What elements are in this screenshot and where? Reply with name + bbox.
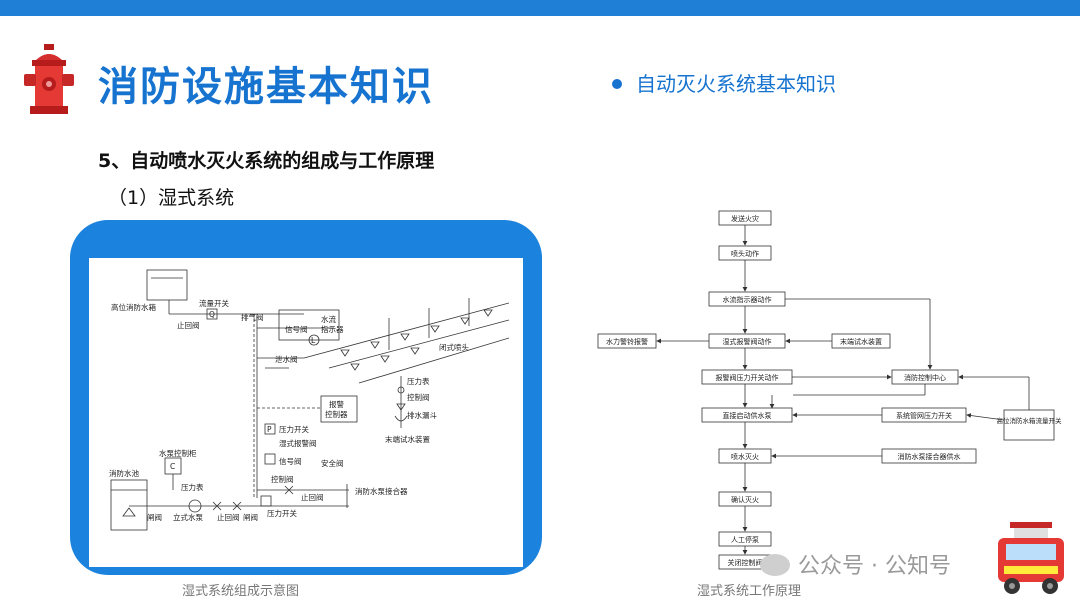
diagram-label: C [170,462,175,471]
diagram-label: 控制阀 [407,392,430,402]
flow-node: 人工停泵 [731,535,759,544]
diagram-label: 消防水池 [109,468,139,478]
watermark: 公众号 · 公知号 [760,548,951,580]
diagram-label: 排水漏斗 [407,410,437,420]
diagram-label: L [311,336,316,345]
fire-truck-icon [998,522,1064,594]
content-heading: 5、自动喷水灭火系统的组成与工作原理 [98,150,435,172]
diagram-label: 止回阀 [177,320,200,330]
diagram-label: 指示器 [321,324,344,334]
diagram-label: 闸阀 [243,513,258,522]
diagram-label: 立式水泵 [173,512,203,522]
diagram-label: 湿式报警阀 [279,438,317,448]
flow-node: 确认灭火 [731,495,759,504]
diagram-label: 水泵控制柜 [159,448,197,458]
diagram-label: 报警 [329,399,344,409]
flow-node: 发送火灾 [731,214,759,223]
diagram-label: 控制器 [325,409,348,419]
diagram-label: 压力表 [407,376,430,386]
flow-node: 喷头动作 [731,249,759,258]
diagram-label: 压力开关 [267,508,297,518]
flow-node: 关闭控制阀 [728,558,763,567]
wechat-icon [760,554,790,576]
fire-hydrant-icon [24,44,74,114]
diagram-label: 流量开关 [199,298,229,308]
diagram-label: Q [209,310,215,319]
top-bar [0,0,1080,16]
diagram-label: 安全阀 [321,458,344,468]
flowchart-caption: 湿式系统工作原理 [697,584,802,599]
wet-system-flowchart: 发送火灾 喷头动作 水流指示器动作 湿式报警阀动作 报警阀压力开关动作 直接启动… [592,205,1062,580]
diagram-label: 排气阀 [241,312,264,322]
diagram-label: 信号阀 [279,456,302,466]
diagram-label: 泄水阀 [275,354,298,364]
diagram-label: 止回阀 [217,512,240,522]
diagram-label: 压力开关 [279,424,309,434]
page-title: 消防设施基本知识 [98,64,434,110]
diagram-label: 闭式喷头 [439,342,469,352]
wet-system-diagram: 高位消防水箱 流量开关 Q 止回阀 排气阀 信号阀 水流 指示器 L 泄水阀 闭… [89,258,523,567]
flow-node: 末端试水装置 [840,337,882,346]
flow-node: 水流指示器动作 [723,295,772,304]
diagram-label: 信号阀 [285,324,308,334]
diagram-label: 止回阀 [301,492,324,502]
diagram-label: 高位消防水箱 [111,302,156,312]
flow-node: 高位消防水箱流量开关 [997,416,1063,425]
diagram-label: 水流 [321,314,336,324]
diagram-label: 闸阀 [147,513,162,522]
diagram-label: 末端试水装置 [385,434,430,444]
flow-node: 水力警铃报警 [606,337,648,346]
flow-node: 消防控制中心 [904,373,946,382]
diagram-label: 压力表 [181,482,204,492]
section-title-text: 自动灭火系统基本知识 [636,72,836,96]
diagram-label: 控制阀 [271,474,294,484]
section-title: 自动灭火系统基本知识 [612,68,836,97]
flow-node: 湿式报警阀动作 [723,337,772,346]
flow-node: 系统管网压力开关 [896,411,952,420]
diagram-label: 消防水泵接合器 [355,486,408,496]
bullet-icon [612,78,622,89]
flow-node: 报警阀压力开关动作 [716,373,779,382]
content-subheading: （1）湿式系统 [108,187,235,209]
flow-node: 消防水泵接合器供水 [898,452,961,461]
diagram-label: P [267,425,272,434]
flow-node: 直接启动供水泵 [723,411,772,420]
left-diagram-caption: 湿式系统组成示意图 [182,584,300,599]
watermark-text: 公众号 · 公知号 [798,554,951,579]
flow-node: 喷水灭火 [731,452,759,461]
